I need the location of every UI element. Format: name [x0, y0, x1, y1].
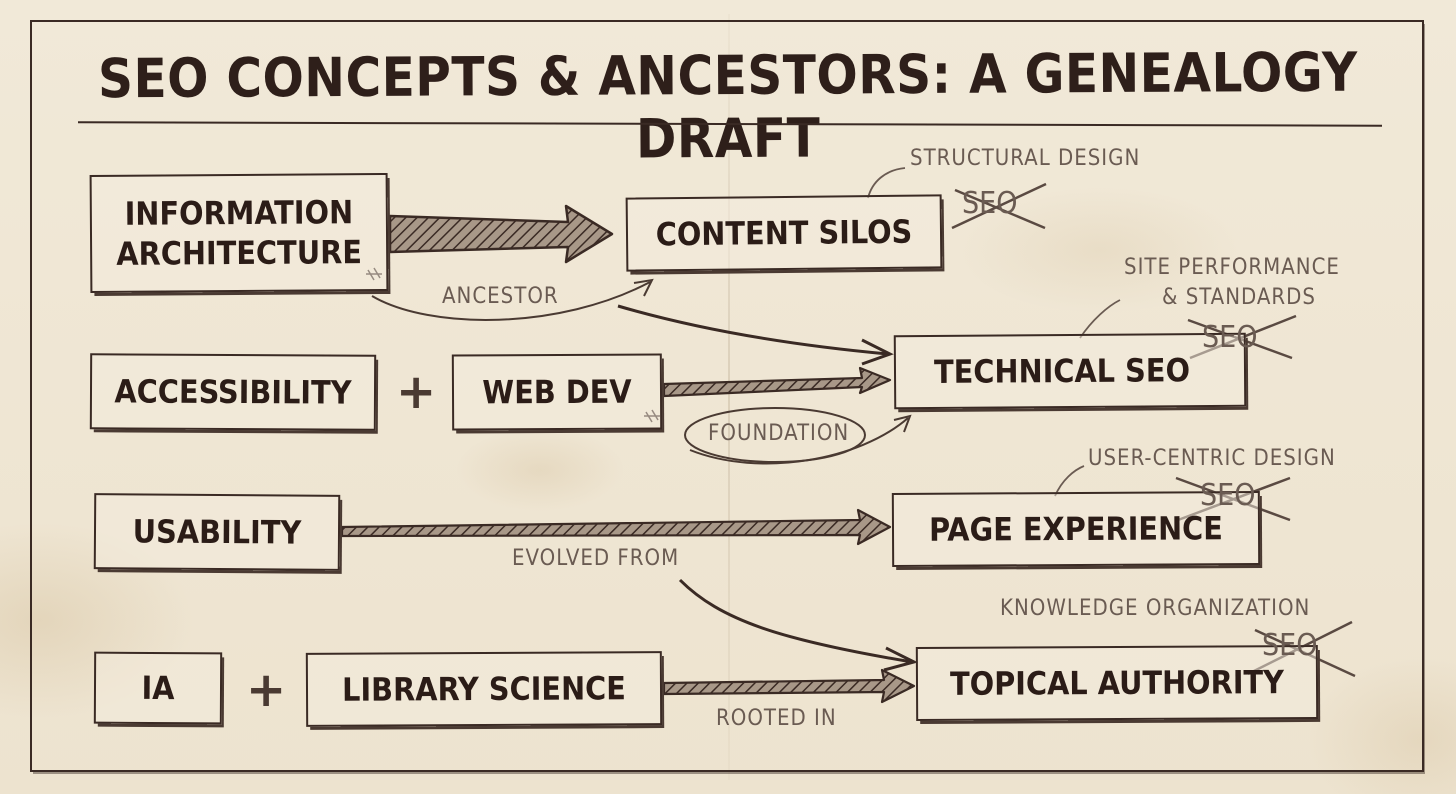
node-library-science-label: LIBRARY SCIENCE: [341, 669, 627, 709]
annotation-crossed-seo-4: SEO: [1262, 628, 1318, 663]
edge-label-evolved-from: EVOLVED FROM: [512, 546, 680, 571]
annotation-crossed-seo-3: SEO: [1200, 478, 1256, 513]
arrow-foundation-curve: [684, 407, 912, 465]
diagram-frame: [30, 20, 1424, 772]
annotation-knowledge-organization: KNOWLEDGE ORGANIZATION: [1000, 596, 1311, 621]
annotation-crossed-seo-1: SEO: [962, 186, 1018, 221]
annotation-site-performance-line2: & STANDARDS: [1162, 285, 1316, 310]
node-information-architecture: INFORMATION ARCHITECTURE: [89, 172, 389, 294]
node-library-science: LIBRARY SCIENCE: [305, 651, 663, 727]
node-content-silos: CONTENT SILOS: [625, 194, 943, 272]
plus-operator-accessibility-webdev: +: [396, 364, 437, 420]
plus-operator-ia-library: +: [246, 662, 287, 718]
node-accessibility-label: ACCESSIBILITY: [114, 372, 352, 412]
node-web-dev: WEB DEV: [451, 353, 663, 431]
node-ia-label: IA: [141, 668, 175, 708]
node-information-architecture-line2: ARCHITECTURE: [116, 233, 363, 273]
annotation-structural-design: STRUCTURAL DESIGN: [910, 146, 1141, 171]
node-technical-seo-label: TECHNICAL SEO: [933, 351, 1191, 391]
node-accessibility: ACCESSIBILITY: [89, 353, 377, 431]
node-usability-label: USABILITY: [132, 512, 302, 552]
edge-label-rooted-in: ROOTED IN: [716, 706, 837, 731]
node-information-architecture-line1: INFORMATION: [124, 193, 354, 233]
annotation-site-performance-line1: SITE PERFORMANCE: [1124, 255, 1340, 280]
node-web-dev-label: WEB DEV: [482, 372, 632, 412]
arrow-ia-to-technical-seo: [617, 304, 894, 366]
arrow-webdev-to-technical-seo: [662, 366, 892, 398]
edge-label-foundation: FOUNDATION: [708, 421, 850, 446]
paper-fold: [728, 14, 730, 780]
arrow-evolved-from-curve: [678, 578, 919, 672]
arrow-library-to-topical-authority: [662, 668, 916, 704]
node-technical-seo: TECHNICAL SEO: [893, 332, 1247, 410]
arrow-usability-to-page-experience: [340, 508, 892, 546]
node-content-silos-label: CONTENT SILOS: [655, 212, 913, 254]
edge-label-ancestor: ANCESTOR: [442, 284, 559, 309]
node-topical-authority: TOPICAL AUTHORITY: [915, 644, 1319, 722]
arrow-ancestor-curve: [371, 278, 654, 321]
annotation-user-centric-design: USER-CENTRIC DESIGN: [1088, 446, 1336, 471]
node-usability: USABILITY: [93, 493, 341, 571]
node-ia: IA: [93, 651, 223, 725]
node-topical-authority-label: TOPICAL AUTHORITY: [949, 663, 1285, 703]
annotation-crossed-seo-2: SEO: [1202, 320, 1258, 355]
arrow-ia-to-content-silos: [388, 204, 614, 264]
node-page-experience-label: PAGE EXPERIENCE: [928, 509, 1224, 549]
